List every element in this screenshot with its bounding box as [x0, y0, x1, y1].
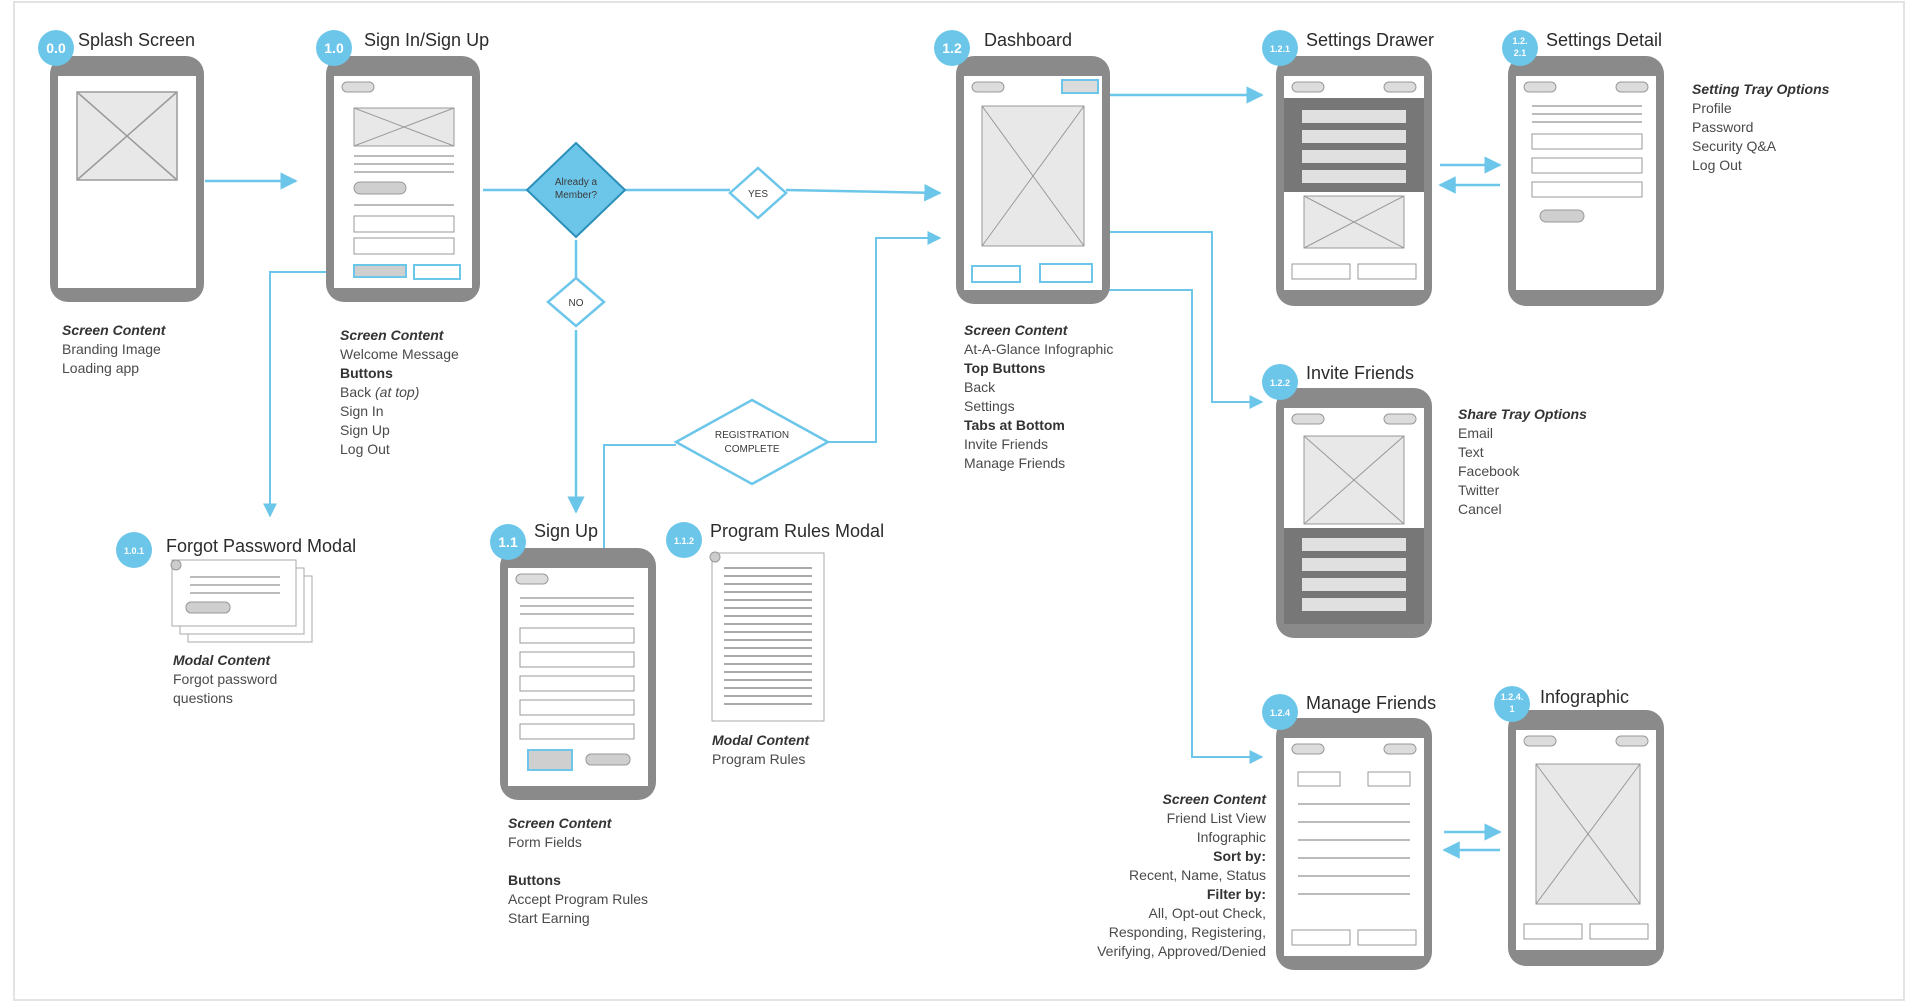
- svg-text:Invite Friends: Invite Friends: [964, 436, 1048, 452]
- splash-title: Splash Screen: [78, 30, 195, 50]
- svg-text:All, Opt-out Check,: All, Opt-out Check,: [1149, 905, 1267, 921]
- svg-text:Settings: Settings: [964, 398, 1015, 414]
- svg-text:Modal Content: Modal Content: [173, 652, 272, 668]
- svg-text:Settings Detail: Settings Detail: [1546, 30, 1662, 50]
- svg-text:Back: Back: [964, 379, 996, 395]
- svg-text:1: 1: [1509, 704, 1514, 714]
- svg-text:1.1.2: 1.1.2: [674, 536, 694, 546]
- svg-text:1.2.1: 1.2.1: [1270, 44, 1290, 54]
- svg-text:COMPLETE: COMPLETE: [724, 444, 779, 455]
- screen-settings-drawer: 1.2.1 Settings Drawer: [1262, 30, 1434, 306]
- svg-text:Responding, Registering,: Responding, Registering,: [1109, 924, 1266, 940]
- decision-yes: YES: [728, 166, 788, 220]
- svg-text:REGISTRATION: REGISTRATION: [715, 430, 789, 441]
- svg-text:Tabs at Bottom: Tabs at Bottom: [964, 417, 1065, 433]
- svg-text:Dashboard: Dashboard: [984, 30, 1072, 50]
- svg-text:Loading app: Loading app: [62, 360, 139, 376]
- svg-text:1.0.1: 1.0.1: [124, 546, 144, 556]
- svg-text:Sign Up: Sign Up: [340, 422, 390, 438]
- svg-text:1.2.4: 1.2.4: [1270, 708, 1290, 718]
- screen-splash: 0.0 Splash Screen Screen Content Brandin…: [38, 30, 204, 376]
- svg-text:At-A-Glance Infographic: At-A-Glance Infographic: [964, 341, 1113, 357]
- svg-text:Email: Email: [1458, 425, 1493, 441]
- svg-text:Sign In/Sign Up: Sign In/Sign Up: [364, 30, 489, 50]
- modal-forgot-password: 1.0.1 Forgot Password Modal Modal Conten…: [116, 532, 356, 706]
- svg-text:2.1: 2.1: [1514, 48, 1527, 58]
- svg-text:Infographic: Infographic: [1540, 687, 1629, 707]
- decision-no: NO: [546, 276, 606, 328]
- svg-text:Setting Tray Options: Setting Tray Options: [1692, 81, 1830, 97]
- svg-text:Cancel: Cancel: [1458, 501, 1502, 517]
- screen-invite-friends: 1.2.2 Invite Friends Share Tray Options …: [1262, 363, 1587, 638]
- svg-text:NO: NO: [569, 298, 584, 309]
- svg-text:Friend List View: Friend List View: [1167, 810, 1267, 826]
- svg-text:Screen Content: Screen Content: [508, 815, 613, 831]
- svg-text:0.0: 0.0: [46, 40, 66, 56]
- svg-text:Already a: Already a: [555, 177, 598, 188]
- decision-already-member: Already a Member?: [525, 141, 627, 239]
- decision-registration-complete: REGISTRATION COMPLETE: [673, 398, 831, 486]
- svg-text:Forgot Password Modal: Forgot Password Modal: [166, 536, 356, 556]
- svg-text:Filter by:: Filter by:: [1207, 886, 1266, 902]
- svg-text:Screen Content: Screen Content: [62, 322, 167, 338]
- svg-text:1.1: 1.1: [498, 534, 518, 550]
- svg-text:YES: YES: [748, 189, 768, 200]
- svg-text:1.0: 1.0: [324, 40, 344, 56]
- svg-text:Text: Text: [1458, 444, 1484, 460]
- screen-dashboard: 1.2 Dashboard Screen Content At-A-Glance…: [934, 30, 1113, 471]
- svg-text:Welcome Message: Welcome Message: [340, 346, 459, 362]
- svg-text:Screen Content: Screen Content: [340, 327, 445, 343]
- svg-text:1.2.: 1.2.: [1512, 36, 1527, 46]
- svg-text:1.2: 1.2: [942, 40, 962, 56]
- svg-text:Recent, Name, Status: Recent, Name, Status: [1129, 867, 1266, 883]
- svg-text:Log Out: Log Out: [340, 441, 390, 457]
- svg-text:Screen Content: Screen Content: [1163, 791, 1268, 807]
- svg-text:Branding Image: Branding Image: [62, 341, 161, 357]
- svg-text:Log Out: Log Out: [1692, 157, 1742, 173]
- svg-text:Security Q&A: Security Q&A: [1692, 138, 1777, 154]
- svg-text:Member?: Member?: [555, 190, 598, 201]
- svg-text:Password: Password: [1692, 119, 1753, 135]
- svg-text:Form Fields: Form Fields: [508, 834, 582, 850]
- svg-text:Top Buttons: Top Buttons: [964, 360, 1046, 376]
- svg-text:Buttons: Buttons: [340, 365, 393, 381]
- modal-program-rules: 1.1.2 Program Rules Modal Modal Content …: [666, 521, 884, 767]
- svg-text:Profile: Profile: [1692, 100, 1732, 116]
- svg-text:Manage Friends: Manage Friends: [1306, 693, 1436, 713]
- svg-text:Back (at top): Back (at top): [340, 384, 419, 400]
- svg-text:Program Rules Modal: Program Rules Modal: [710, 521, 884, 541]
- svg-text:Manage Friends: Manage Friends: [964, 455, 1065, 471]
- screen-signin: 1.0 Sign In/Sign Up Screen Content Welco…: [316, 30, 489, 457]
- svg-text:Infographic: Infographic: [1197, 829, 1266, 845]
- svg-text:Share Tray Options: Share Tray Options: [1458, 406, 1587, 422]
- screen-settings-detail: 1.2. 2.1 Settings Detail Setting Tray Op…: [1502, 30, 1830, 306]
- svg-text:Modal Content: Modal Content: [712, 732, 811, 748]
- svg-text:Settings Drawer: Settings Drawer: [1306, 30, 1434, 50]
- svg-text:Buttons: Buttons: [508, 872, 561, 888]
- svg-text:1.2.4.: 1.2.4.: [1501, 692, 1524, 702]
- screen-manage-friends: 1.2.4 Manage Friends Screen Content Frie…: [1097, 693, 1436, 970]
- svg-text:Invite Friends: Invite Friends: [1306, 363, 1414, 383]
- svg-text:Twitter: Twitter: [1458, 482, 1500, 498]
- svg-text:Program Rules: Program Rules: [712, 751, 805, 767]
- svg-text:questions: questions: [173, 690, 233, 706]
- svg-text:Accept Program Rules: Accept Program Rules: [508, 891, 648, 907]
- svg-text:1.2.2: 1.2.2: [1270, 378, 1290, 388]
- screen-infographic: 1.2.4. 1 Infographic: [1494, 686, 1664, 966]
- svg-text:Forgot password: Forgot password: [173, 671, 277, 687]
- svg-text:Sort by:: Sort by:: [1213, 848, 1266, 864]
- canvas-border: [13, 1, 1905, 1001]
- svg-text:Sign In: Sign In: [340, 403, 384, 419]
- svg-text:Facebook: Facebook: [1458, 463, 1520, 479]
- screen-sign-up: 1.1 Sign Up Screen Content Form Fields B…: [490, 521, 656, 926]
- svg-text:Sign Up: Sign Up: [534, 521, 598, 541]
- svg-text:Screen Content: Screen Content: [964, 322, 1069, 338]
- svg-text:Start Earning: Start Earning: [508, 910, 590, 926]
- svg-text:Verifying, Approved/Denied: Verifying, Approved/Denied: [1097, 943, 1266, 959]
